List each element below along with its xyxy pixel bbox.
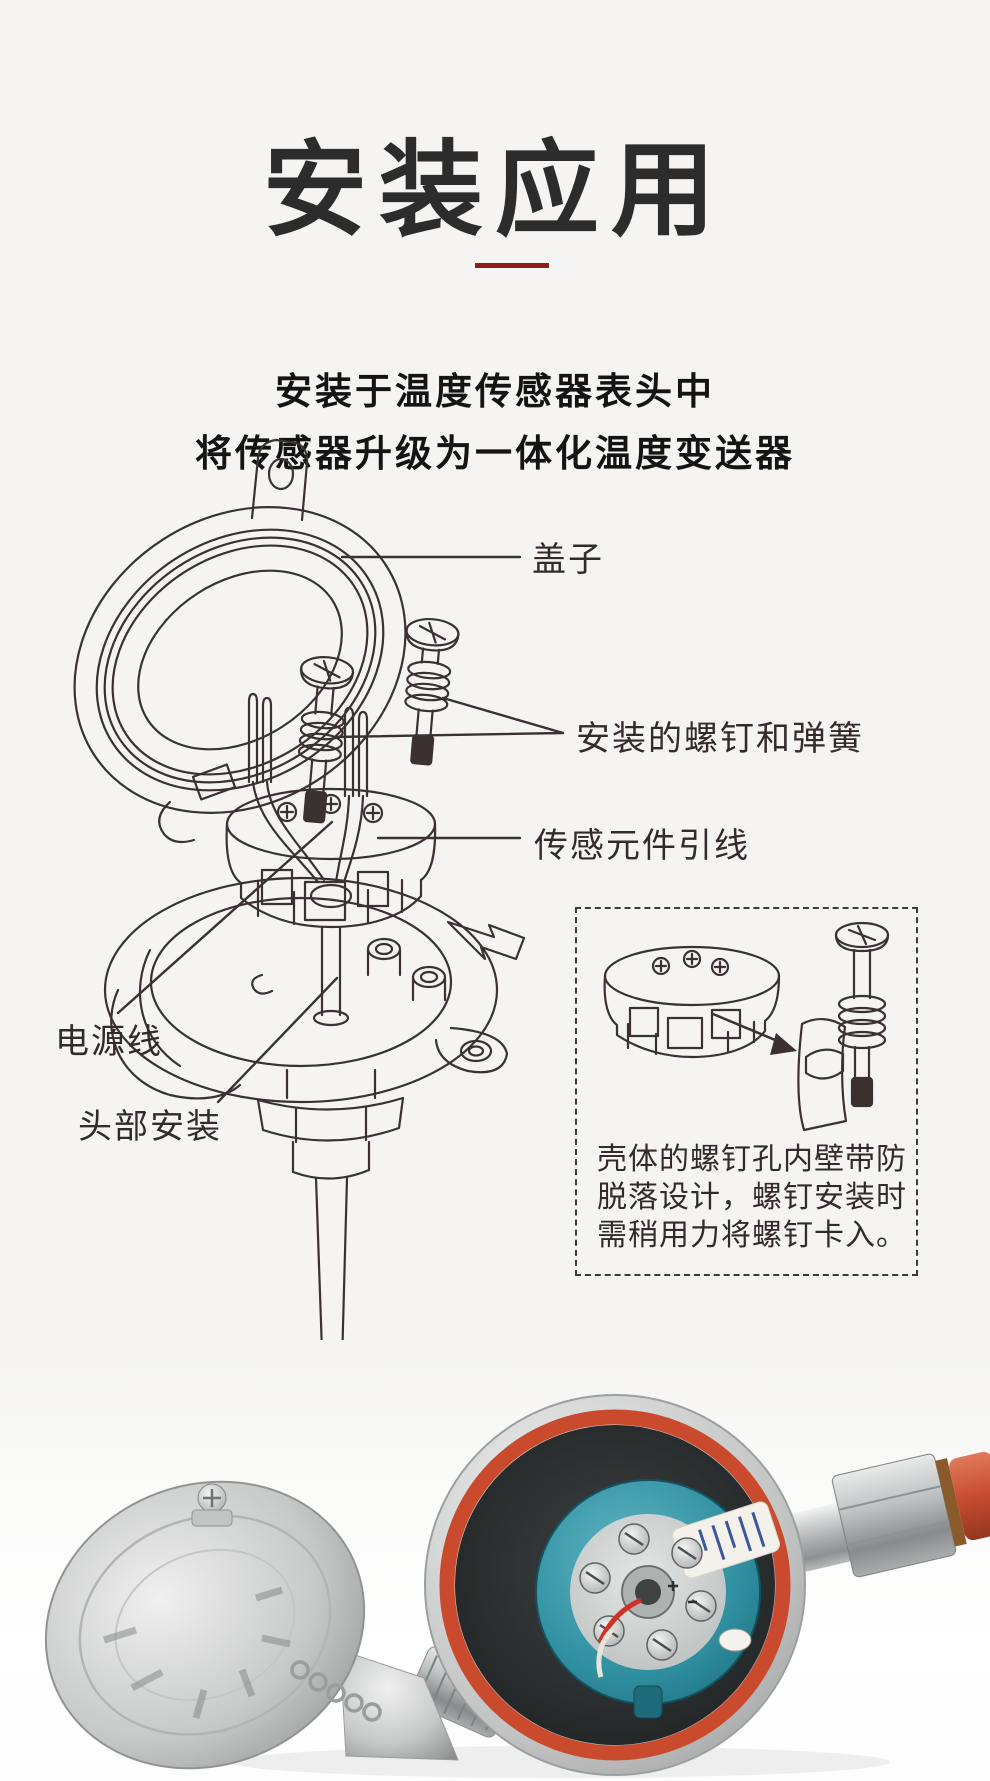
- lid-chain: [290, 1660, 382, 1722]
- cover-drawing: [73, 438, 407, 1100]
- installation-diagram: 盖子 安装的螺钉和弹簧 传感元件引线 电源线 头部安装 壳体的螺钉孔内壁带防 脱…: [0, 430, 990, 1460]
- screw-spring-left: [297, 656, 355, 824]
- module-badge: [718, 1628, 752, 1652]
- page-title: 安装应用: [262, 132, 727, 249]
- detail-drawing: [603, 921, 890, 1132]
- product-photo-art: [0, 1340, 990, 1781]
- leader-lines: [116, 555, 565, 1104]
- label-sensor-leads: 传感元件引线: [534, 828, 750, 865]
- subtitle-line-1: 安装于温度传感器表头中: [275, 371, 715, 412]
- subtitle-line-2: 将传感器升级为一体化温度变送器: [195, 433, 795, 474]
- product-photo: [0, 1340, 990, 1781]
- label-head-mount: 头部安装: [78, 1109, 222, 1146]
- screw-spring-right: [404, 617, 460, 766]
- red-divider: [475, 263, 549, 268]
- sensor-leads-drawing: [247, 692, 369, 884]
- label-screws-springs: 安装的螺钉和弹簧: [576, 721, 864, 758]
- sensor-stem: [759, 1451, 990, 1580]
- polarity-marks: [668, 1581, 697, 1604]
- white-wire: [596, 1628, 614, 1678]
- screw-note-box: 壳体的螺钉孔内壁带防 脱落设计，螺钉安装时 需稍用力将螺钉卡入。: [575, 907, 918, 1276]
- red-wire: [597, 1597, 643, 1644]
- label-power-wire: 电源线: [55, 1024, 163, 1061]
- module-clip: [633, 1685, 663, 1719]
- screw-note-text: 壳体的螺钉孔内壁带防 脱落设计，螺钉安装时 需稍用力将螺钉卡入。: [597, 1143, 907, 1252]
- mounting-bracket: [339, 1649, 459, 1761]
- connection-head: [424, 1394, 806, 1776]
- transmitter-drawing: [225, 787, 437, 929]
- head-red-rim: [439, 1409, 791, 1761]
- terminal-screws: [579, 1523, 717, 1661]
- label-cover: 盖子: [532, 542, 604, 579]
- arrow-to-detail-icon: [446, 920, 526, 961]
- head-cover-lid: [44, 1480, 382, 1770]
- exploded-view-line-art: [73, 438, 890, 1445]
